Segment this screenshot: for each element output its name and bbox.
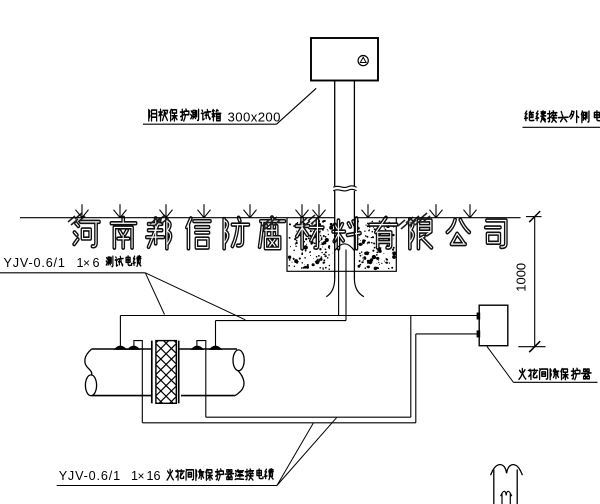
svg-text:YJV-0.6/1: YJV-0.6/1 [4, 256, 66, 270]
svg-text:1000: 1000 [514, 263, 529, 292]
svg-text:×: × [83, 256, 90, 270]
svg-text:16: 16 [147, 469, 161, 483]
svg-text:YJV-0.6/1: YJV-0.6/1 [59, 469, 121, 483]
svg-text:1: 1 [131, 469, 138, 483]
svg-text:1: 1 [77, 256, 84, 270]
svg-text:×: × [138, 469, 145, 483]
svg-text:300x200: 300x200 [228, 109, 281, 124]
svg-text:6: 6 [93, 256, 100, 270]
